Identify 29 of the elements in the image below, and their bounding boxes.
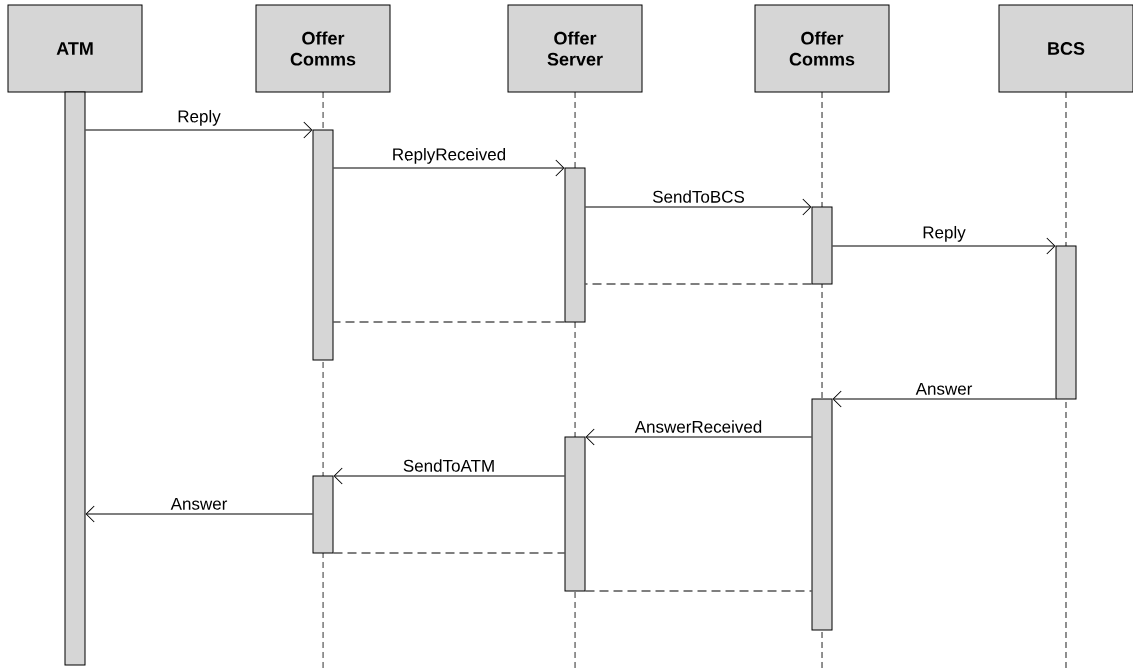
activation-bar xyxy=(811,206,833,285)
message-arrow xyxy=(585,428,812,446)
message-label: ReplyReceived xyxy=(390,146,508,165)
activation-bar xyxy=(564,167,586,323)
activation-bar xyxy=(564,436,586,592)
message-label: SendToBCS xyxy=(651,189,746,204)
activation-bar xyxy=(312,475,334,554)
message-arrow xyxy=(585,198,812,216)
message-label: Reply xyxy=(176,108,222,127)
activation-bar xyxy=(811,398,833,631)
participant-box: Offer Server xyxy=(507,4,643,93)
message-label: Reply xyxy=(921,224,967,243)
message-label: Answer xyxy=(914,381,974,396)
participant-box: BCS xyxy=(998,4,1133,93)
participant-box: ATM xyxy=(7,4,143,93)
message-arrow xyxy=(85,121,313,139)
participant-box: Offer Comms xyxy=(754,4,890,93)
message-arrow xyxy=(85,505,313,523)
message-label: Answer xyxy=(169,496,229,511)
participant-box: Offer Comms xyxy=(255,4,391,93)
activation-bar xyxy=(1055,245,1077,400)
message-arrow xyxy=(832,237,1056,255)
message-arrow xyxy=(333,467,565,485)
activation-bar xyxy=(64,91,86,666)
activation-bar xyxy=(312,129,334,361)
message-label: AnswerReceived xyxy=(633,419,764,434)
message-label: SendToATM xyxy=(401,458,497,473)
message-arrow xyxy=(832,390,1056,408)
message-arrow xyxy=(333,159,565,177)
